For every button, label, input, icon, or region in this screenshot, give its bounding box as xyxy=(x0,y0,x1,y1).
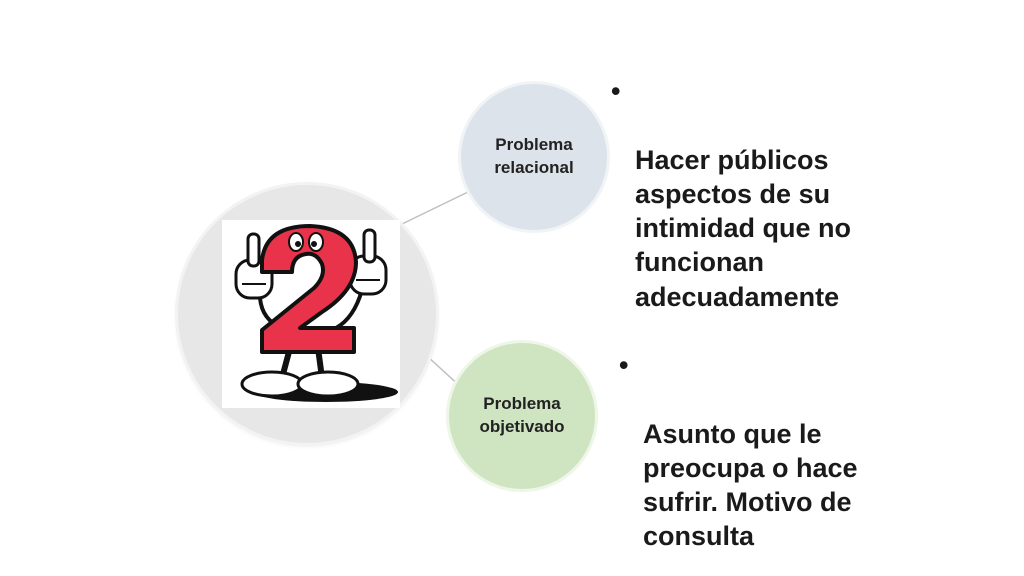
node-problema-relacional: Problema relacional xyxy=(461,84,607,230)
bullet-list-relacional: • Hacer públicos aspectos de su intimida… xyxy=(611,74,911,314)
left-shoe-icon xyxy=(240,370,304,398)
bullet-glyph: • xyxy=(611,76,621,106)
node-problema-objetivado: Problema objetivado xyxy=(449,343,595,489)
left-glove-icon xyxy=(234,232,274,300)
right-shoe-icon xyxy=(296,370,360,398)
number-two-cartoon-icon xyxy=(222,220,400,408)
bullet-item: • Asunto que le preocupa o hace sufrir. … xyxy=(619,348,919,554)
connector-line-top xyxy=(401,191,469,225)
bullet-text: Asunto que le preocupa o hace sufrir. Mo… xyxy=(643,418,858,552)
right-glove-icon xyxy=(348,228,388,296)
bullet-glyph: • xyxy=(619,350,629,380)
bullet-item: • Hacer públicos aspectos de su intimida… xyxy=(611,74,911,314)
bullet-text: Hacer públicos aspectos de su intimidad … xyxy=(635,144,851,312)
bullet-list-objetivado: • Asunto que le preocupa o hace sufrir. … xyxy=(619,348,919,554)
